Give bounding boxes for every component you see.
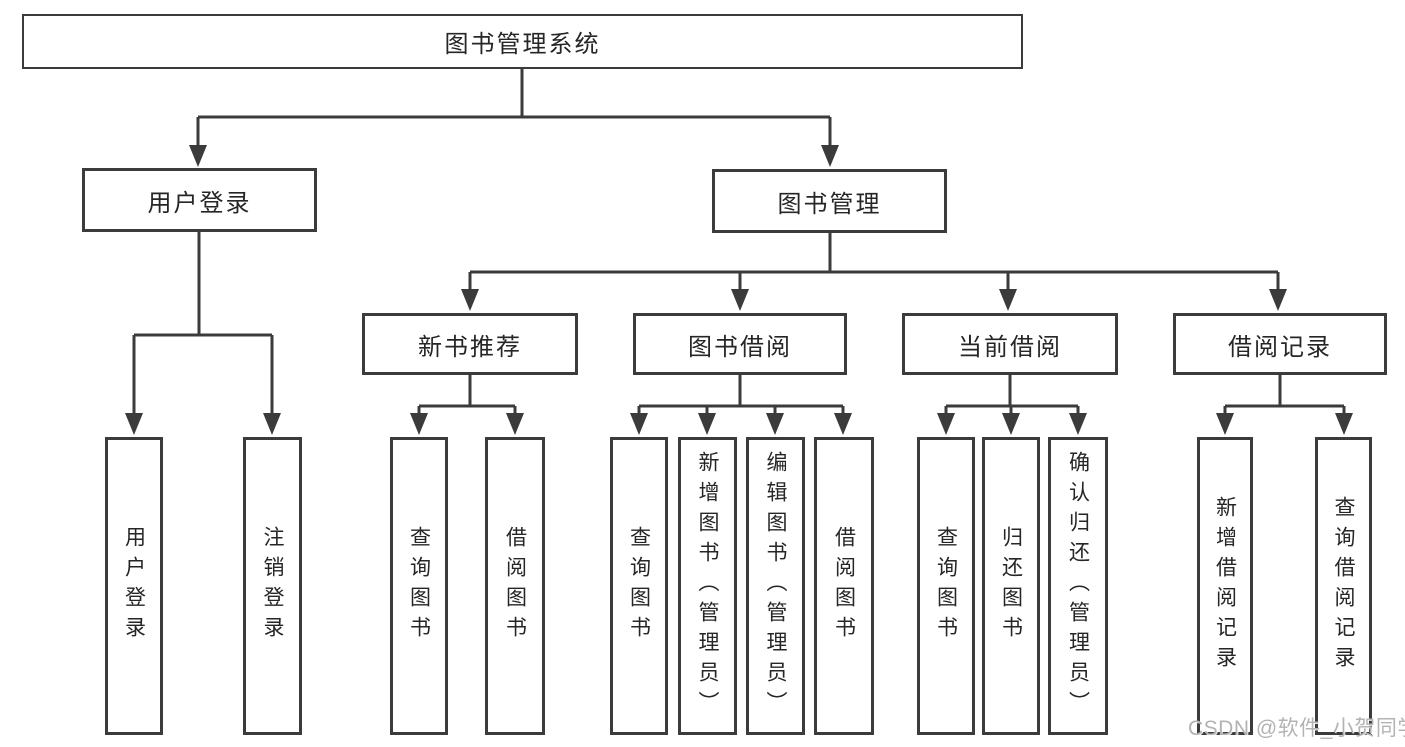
leaf-label: 新增借阅记录	[1213, 496, 1237, 676]
node-borrow-records: 借阅记录	[1173, 313, 1387, 375]
node-book-management: 图书管理	[712, 169, 947, 233]
node-user-login: 用户登录	[82, 168, 317, 232]
leaf-query-books-recommend: 查询图书	[390, 437, 448, 735]
leaf-query-books-borrow: 查询图书	[610, 437, 668, 735]
leaf-borrow-books: 借阅图书	[814, 437, 874, 735]
leaf-add-borrow-record: 新增借阅记录	[1197, 437, 1253, 735]
leaf-borrow-books-recommend: 借阅图书	[485, 437, 545, 735]
leaf-logout: 注销登录	[243, 437, 302, 735]
leaf-label: 注销登录	[261, 526, 284, 646]
leaf-user-login: 用户登录	[105, 437, 163, 735]
leaf-label: 借阅图书	[832, 526, 856, 646]
leaf-add-books-admin: 新增图书（管理员）	[678, 437, 737, 735]
leaf-label: 用户登录	[122, 526, 146, 646]
node-label: 图书管理	[777, 190, 882, 218]
node-book-borrow: 图书借阅	[633, 313, 847, 375]
leaf-confirm-return-admin: 确认归还（管理员）	[1048, 437, 1108, 735]
leaf-label: 查询图书	[407, 526, 431, 646]
csdn-watermark: CSDN @软件_小贺同学	[1188, 717, 1405, 740]
node-label: 图书管理系统	[444, 31, 601, 58]
leaf-query-books-current: 查询图书	[917, 437, 975, 735]
leaf-label: 归还图书	[999, 526, 1023, 646]
leaf-label: 确认归还（管理员）	[1066, 451, 1090, 721]
leaf-label: 借阅图书	[503, 526, 527, 646]
node-label: 用户登录	[147, 189, 252, 217]
leaf-label: 查询图书	[627, 526, 651, 646]
node-label: 图书借阅	[688, 333, 792, 361]
node-label: 新书推荐	[418, 333, 522, 361]
node-label: 当前借阅	[958, 333, 1062, 361]
node-label: 借阅记录	[1228, 333, 1332, 361]
leaf-label: 查询借阅记录	[1332, 496, 1355, 676]
node-root-system: 图书管理系统	[22, 14, 1023, 69]
node-current-borrow: 当前借阅	[902, 313, 1118, 375]
leaf-label: 编辑图书（管理员）	[764, 451, 787, 721]
leaf-label: 查询图书	[934, 526, 958, 646]
leaf-return-books: 归还图书	[982, 437, 1040, 735]
leaf-query-borrow-record: 查询借阅记录	[1315, 437, 1372, 735]
node-new-book-recommend: 新书推荐	[362, 313, 578, 375]
leaf-edit-books-admin: 编辑图书（管理员）	[746, 437, 805, 735]
leaf-label: 新增图书（管理员）	[696, 451, 719, 721]
